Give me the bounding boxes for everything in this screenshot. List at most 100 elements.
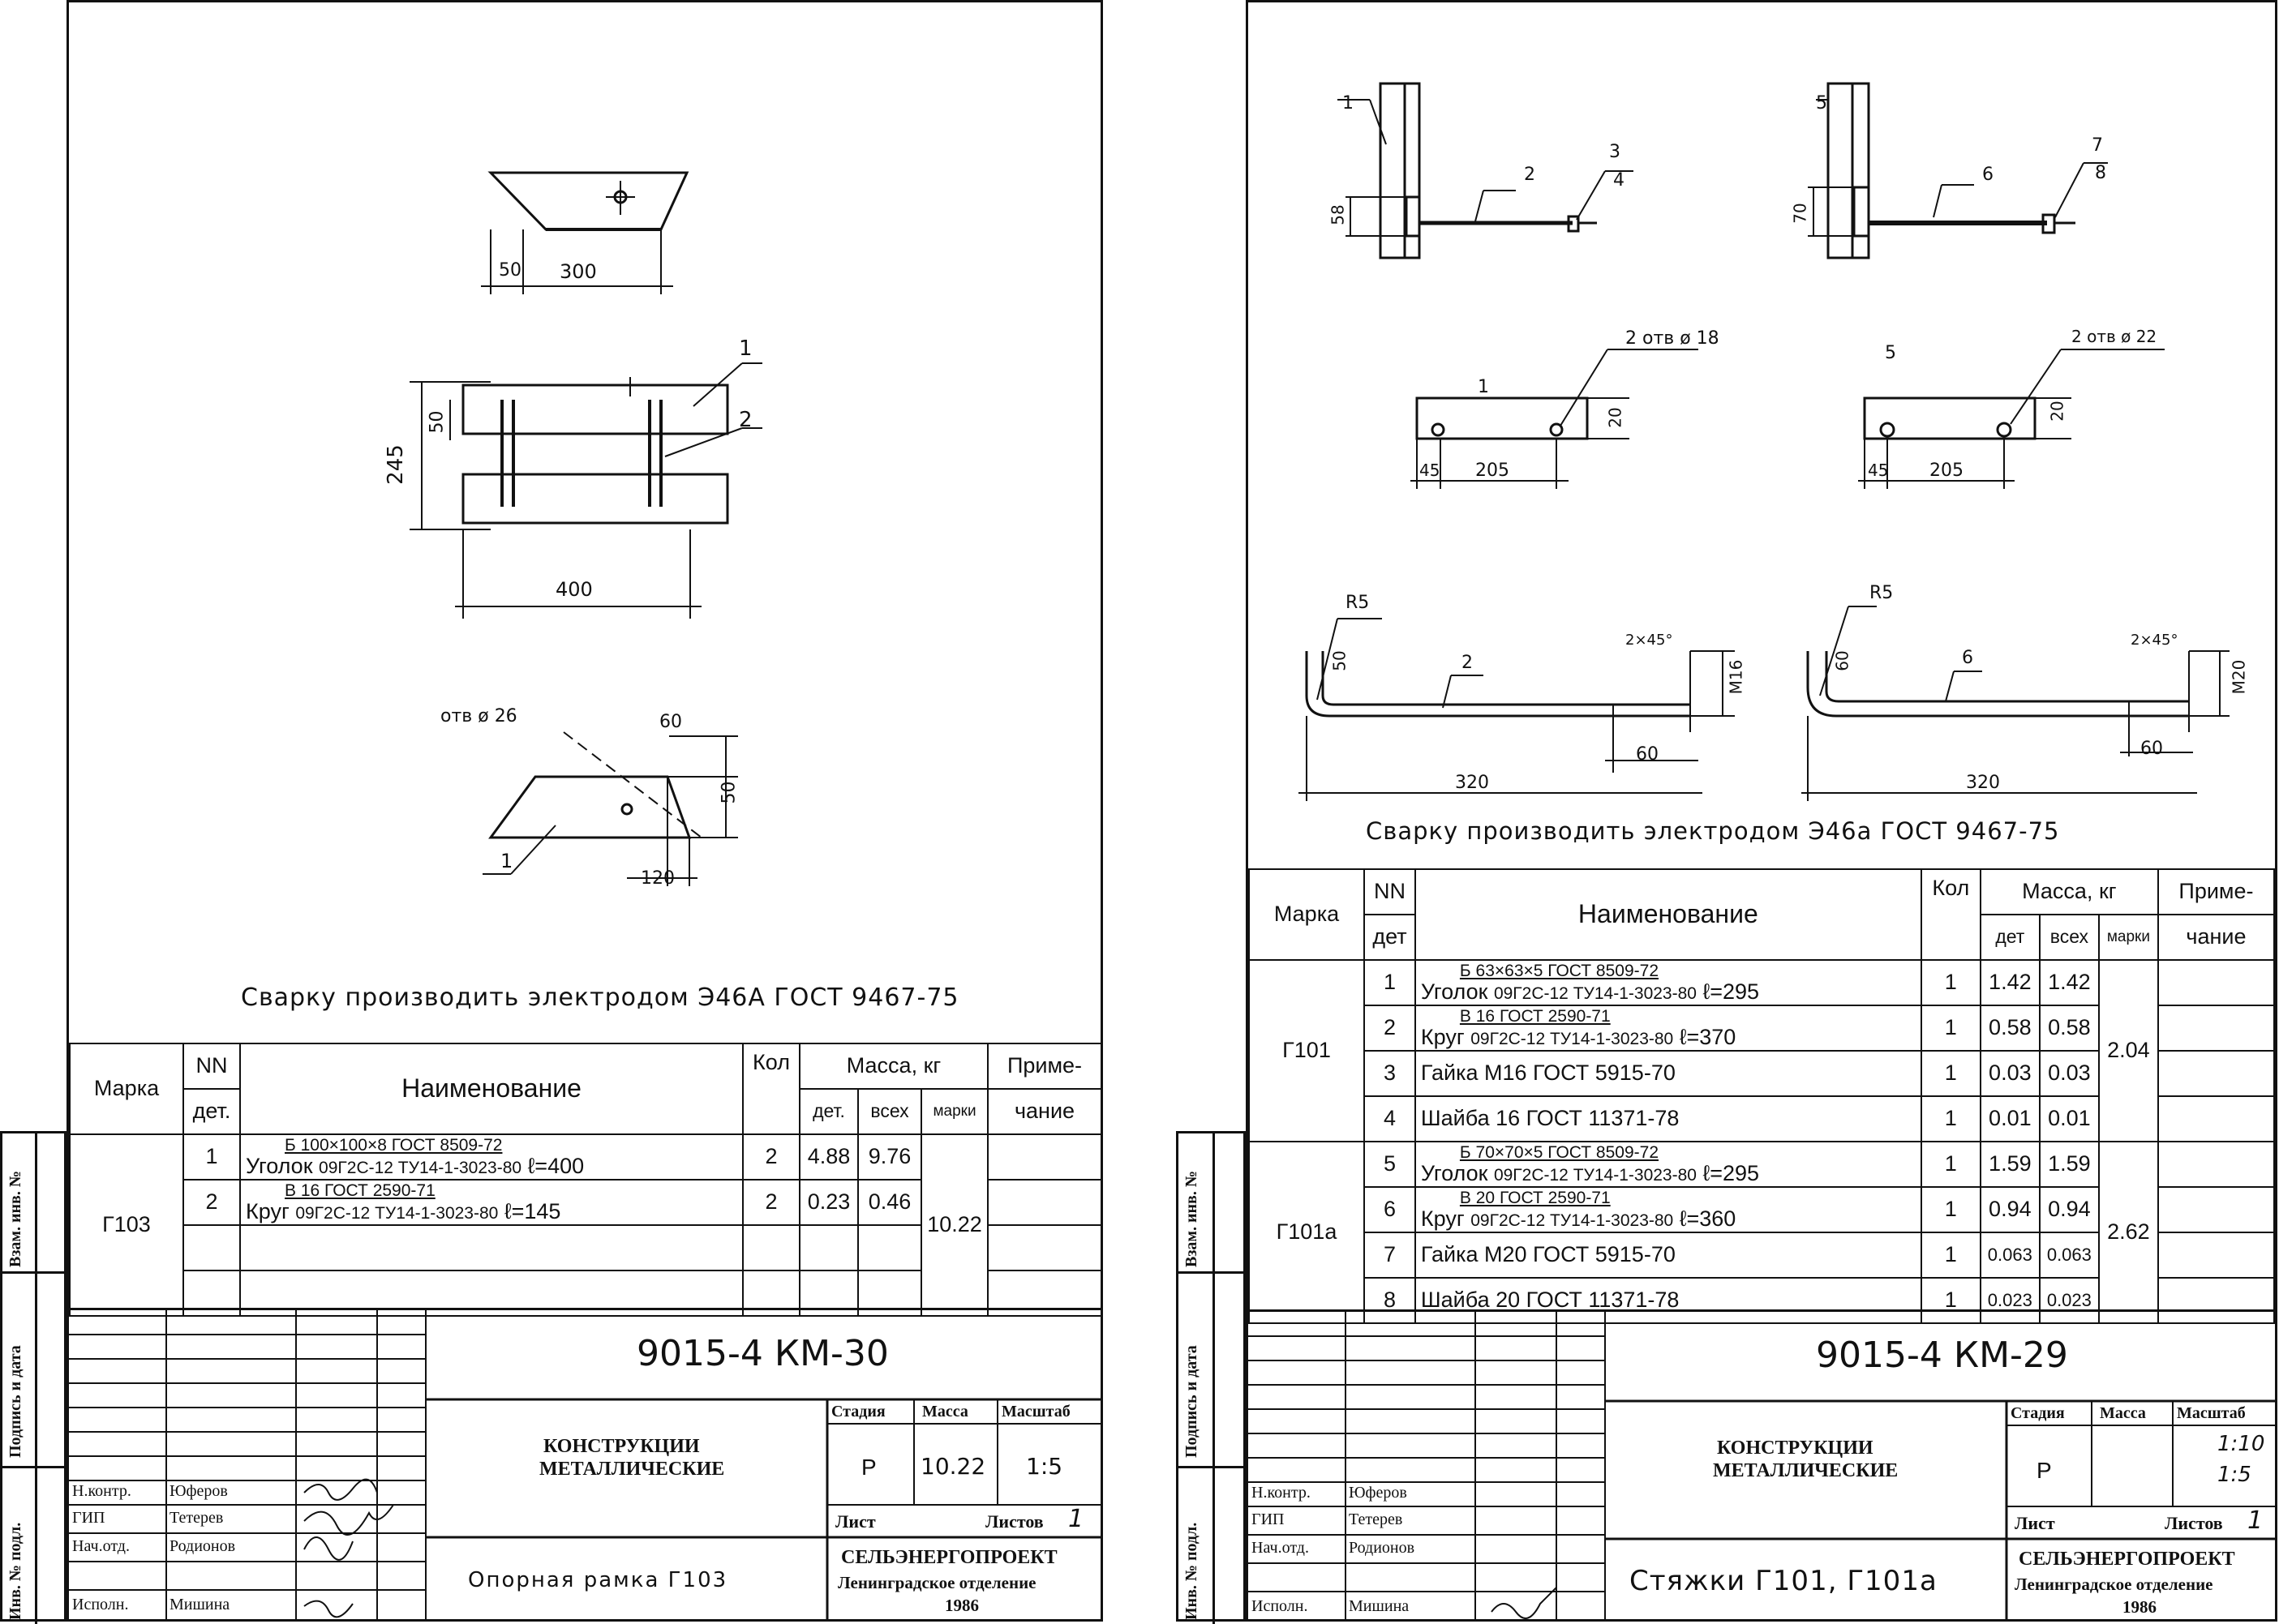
- sheets-header: Листов: [985, 1511, 1044, 1532]
- hole-label: отв ø 26: [440, 706, 517, 726]
- row-m-det: 1.59: [1979, 1141, 2041, 1188]
- thread-label: M20: [2229, 659, 2249, 695]
- callout-6: 6: [1982, 165, 1994, 185]
- mass-header: Масса: [2100, 1404, 2146, 1422]
- row-spec-top: Б 70×70×5 ГОСТ 8509-72: [1459, 1142, 1659, 1162]
- row-m-all: 9.76: [857, 1133, 922, 1181]
- callout-5: 5: [1816, 93, 1827, 114]
- right-side-stamp: Инв. № подл. Подпись и дата Взам. инв. №: [1176, 1131, 1248, 1624]
- org-name: СЕЛЬЭНЕРГОПРОЕКТ: [841, 1547, 1058, 1568]
- hdr-mass: Масса, кг: [1979, 868, 2159, 915]
- row-num: 2: [182, 1179, 241, 1226]
- dim-label: 320: [1455, 773, 1489, 793]
- org-branch: Ленинградское отделение: [838, 1573, 1036, 1592]
- drawing-title: Стяжки Г101, Г101а: [1629, 1565, 1938, 1597]
- row-item: Уголок: [1420, 1160, 1488, 1185]
- row-item: Уголок: [246, 1153, 313, 1178]
- row-qty: 1: [1920, 1232, 1981, 1279]
- radius-label: R5: [1869, 583, 1894, 603]
- angle-top-view: [487, 171, 689, 231]
- row-num: 7: [1363, 1232, 1416, 1279]
- stage-header: Стадия: [831, 1403, 886, 1420]
- row-spec-top: В 16 ГОСТ 2590-71: [285, 1181, 436, 1200]
- row-spec-bottom: 09Г2С-12 ТУ14-1-3023-80: [319, 1158, 522, 1177]
- hdr-m-all: всех: [857, 1088, 922, 1135]
- angle-side-view: [488, 775, 692, 839]
- dim-label: 50: [1329, 650, 1350, 671]
- left-part-drawings: [410, 171, 762, 886]
- row-spec-bottom: 09Г2С-12 ТУ14-1-3023-80: [1493, 983, 1697, 1003]
- hdr-m-mark: марки: [2097, 914, 2159, 961]
- staff-name: Тетерев: [1349, 1510, 1403, 1528]
- left-drawing-sheet: 50 300 245 50 400 1 2 отв ø 26 60 50 120…: [67, 0, 1103, 1622]
- dim-label: 58: [1328, 204, 1348, 225]
- side-label-replace: Взам. инв. №: [6, 1171, 24, 1267]
- hdr-qty: Кол: [1920, 868, 1981, 961]
- row-qty: 1: [1920, 1141, 1981, 1188]
- mark-mass: 2.04: [2097, 959, 2159, 1142]
- plate-1: [1415, 396, 1589, 440]
- sheets-header: Листов: [2165, 1513, 2223, 1533]
- staff-role: Нач.отд.: [1251, 1539, 1309, 1557]
- callout-2: 2: [1461, 653, 1473, 673]
- radius-label: R5: [1346, 593, 1370, 613]
- hdr-mark: Марка: [1247, 868, 1366, 961]
- doc-title-2: МЕТАЛЛИЧЕСКИЕ: [539, 1459, 725, 1480]
- callout-5: 5: [1885, 343, 1896, 363]
- side-label-signature: Подпись и дата: [1182, 1345, 1200, 1458]
- mass-header: Масса: [922, 1403, 968, 1420]
- mark-mass: 10.22: [921, 1133, 989, 1317]
- scale-value: 1:5: [1026, 1453, 1063, 1480]
- staff-role: Исполн.: [1251, 1597, 1308, 1615]
- dim-label: 320: [1966, 773, 2000, 793]
- row-num: 4: [1363, 1095, 1416, 1142]
- callout-1: 1: [1478, 377, 1489, 397]
- row-spec-bottom: 09Г2С-12 ТУ14-1-3023-80: [1493, 1165, 1697, 1185]
- scale-value-1: 1:10: [2217, 1432, 2265, 1456]
- welding-note: Сварку производить электродом Э46а ГОСТ …: [1366, 817, 2060, 845]
- stage-value: Р: [2037, 1458, 2052, 1483]
- row-length: ℓ=360: [1679, 1206, 1736, 1231]
- row-item: Круг: [1420, 1024, 1465, 1049]
- row-qty: 2: [742, 1179, 800, 1226]
- signatures: [303, 1478, 394, 1618]
- row-m-all: 0.58: [2038, 1005, 2100, 1052]
- callout-2: 2: [1524, 165, 1535, 185]
- drawing-title: Опорная рамка Г103: [468, 1568, 728, 1592]
- row-length: ℓ=145: [504, 1198, 561, 1223]
- callout-4: 4: [1613, 170, 1624, 191]
- row-spec-top: Б 100×100×8 ГОСТ 8509-72: [285, 1135, 503, 1155]
- sheets-value: 1: [2247, 1506, 2264, 1535]
- dim-label: 20: [1605, 407, 1625, 428]
- welding-note: Сварку производить электродом Э46А ГОСТ …: [241, 983, 959, 1012]
- dim-label: 50: [499, 260, 521, 281]
- row-m-det: 0.03: [1979, 1050, 2041, 1097]
- row-qty: 1: [1920, 1050, 1981, 1097]
- row-num: 8: [1363, 1277, 1416, 1324]
- org-year: 1986: [2122, 1597, 2157, 1617]
- row-m-all: 0.01: [2038, 1095, 2100, 1142]
- row-spec-bottom: 09Г2С-12 ТУ14-1-3023-80: [295, 1203, 499, 1223]
- row-num: 1: [1363, 959, 1416, 1006]
- row-num: 6: [1363, 1186, 1416, 1233]
- row-spec-top: Б 63×63×5 ГОСТ 8509-72: [1459, 961, 1659, 980]
- doc-title-2: МЕТАЛЛИЧЕСКИЕ: [1713, 1460, 1899, 1481]
- side-label-signature: Подпись и дата: [6, 1345, 24, 1458]
- row-num: 5: [1363, 1141, 1416, 1188]
- row-m-det: 0.23: [799, 1179, 859, 1226]
- row-m-det: 1.42: [1979, 959, 2041, 1006]
- dim-label: 60: [1636, 744, 1659, 765]
- callout-7: 7: [2092, 135, 2103, 156]
- stage-value: Р: [861, 1455, 877, 1480]
- row-m-det: 0.58: [1979, 1005, 2041, 1052]
- callout-2: 2: [739, 408, 753, 432]
- dim-label: 45: [1868, 461, 1889, 480]
- row-name: Шайба 16 ГОСТ 11371-78: [1414, 1095, 1922, 1142]
- row-qty: 1: [1920, 1095, 1981, 1142]
- row-qty: 1: [1920, 1186, 1981, 1233]
- dim-label: 60: [659, 712, 682, 732]
- doc-title-1: КОНСТРУКЦИИ: [1717, 1438, 1873, 1459]
